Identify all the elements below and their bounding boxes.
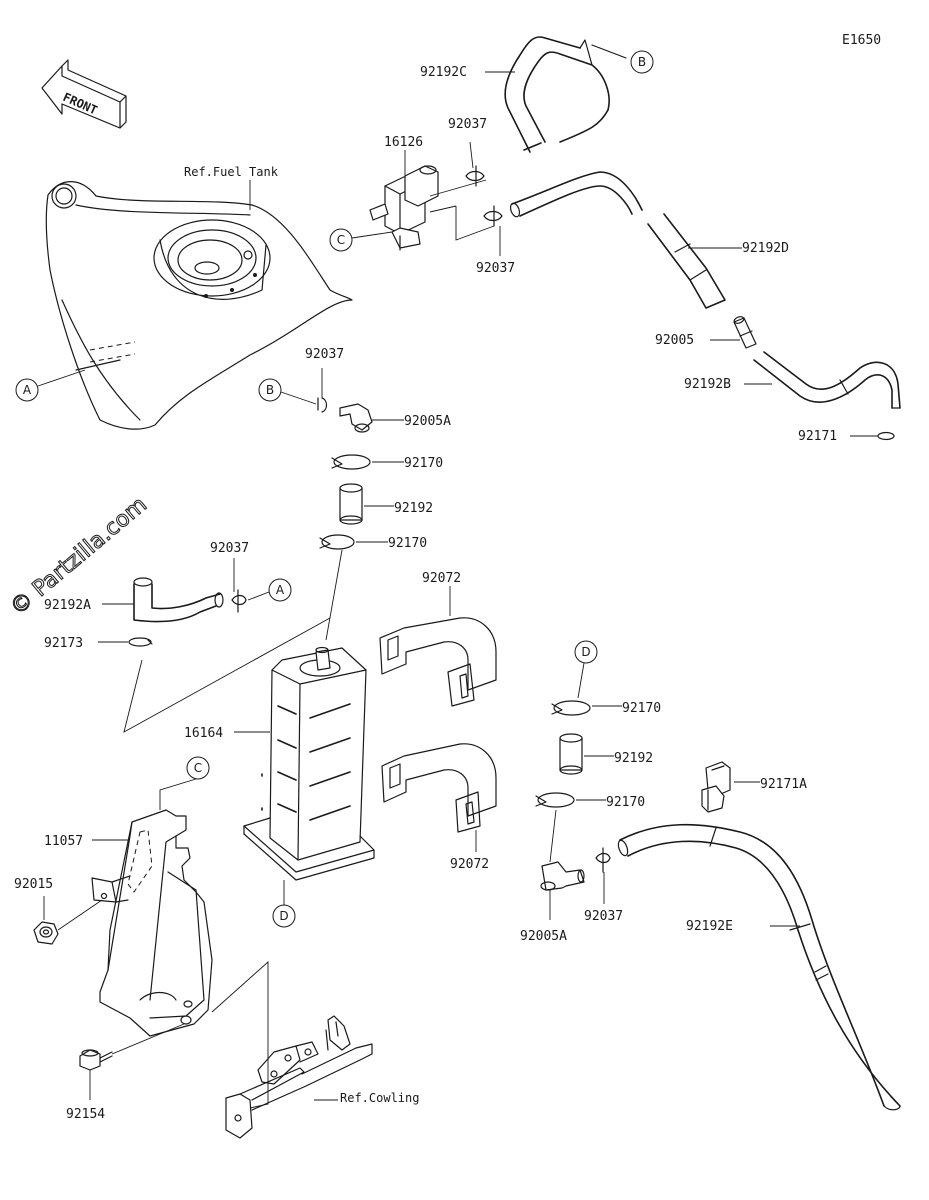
part-92037-mid: 92037 — [476, 261, 515, 276]
cowling-bracket-outline — [225, 1015, 373, 1139]
clip-92037-b — [317, 397, 328, 413]
leader-connector-a-mid — [247, 591, 270, 601]
part-11057: 11057 — [44, 834, 83, 849]
bolt-92154 — [79, 1049, 113, 1071]
hose-92192e — [617, 823, 901, 1111]
part-16126: 16126 — [384, 135, 423, 150]
clip-92037-mid — [483, 205, 503, 227]
connector-d-label-right: D — [581, 645, 590, 659]
connector-c-marker-top — [329, 228, 353, 252]
part-92037-a: 92037 — [210, 541, 249, 556]
fitting-92005a-bottom — [540, 861, 585, 891]
hose-92192d — [509, 171, 726, 309]
part-92192-right: 92192 — [614, 751, 653, 766]
leader-92170-2-to-canister — [325, 549, 343, 641]
clamp-92173 — [128, 637, 153, 647]
part-92192e: 92192E — [686, 919, 733, 934]
connector-c-marker-bottom — [186, 756, 210, 780]
part-92192c: 92192C — [420, 65, 467, 80]
leader-connector-d-right — [577, 662, 585, 699]
connector-c-label-bottom: C — [194, 761, 202, 775]
leader-connector-a — [37, 369, 86, 387]
fuel-tank-outline — [45, 181, 353, 430]
hose-92192c — [504, 36, 627, 153]
bracket-11057 — [91, 809, 213, 1037]
part-92154: 92154 — [66, 1107, 105, 1122]
clip-92171a — [701, 761, 731, 813]
part-92005a-top: 92005A — [404, 414, 451, 429]
leader-92037-mid-bracket — [455, 206, 495, 241]
connector-c-label-top: C — [337, 233, 345, 247]
leader-connector-c-bottom — [159, 778, 197, 810]
part-92170-4: 92170 — [606, 795, 645, 810]
clamp-92170-2 — [319, 534, 355, 550]
part-92170-1: 92170 — [404, 456, 443, 471]
part-92192b: 92192B — [684, 377, 731, 392]
hose-92192a — [133, 577, 224, 623]
part-92192d: 92192D — [742, 241, 789, 256]
part-92072-bottom: 92072 — [450, 857, 489, 872]
leader-92037-top — [469, 141, 474, 169]
leader-bracket-assembly — [211, 960, 269, 1109]
hose-92192-top — [339, 483, 363, 525]
clamp-92170-1 — [331, 454, 371, 470]
part-92005a-bottom: 92005A — [520, 929, 567, 944]
part-16164: 16164 — [184, 726, 223, 741]
clamp-92170-3 — [551, 700, 591, 716]
leader-92170-4-to-fitting — [549, 809, 557, 863]
connector-a-label-mid: A — [276, 583, 285, 597]
connector-a-marker-mid — [268, 578, 292, 602]
leader-connector-c-top — [351, 231, 393, 239]
valve-16126 — [369, 165, 439, 251]
connector-d-marker-right — [574, 640, 598, 664]
clip-92037-a — [231, 589, 247, 613]
leader-92154-to-bracket — [111, 1023, 185, 1055]
part-92072-top: 92072 — [422, 571, 461, 586]
bracket-92072-bottom — [381, 743, 497, 833]
nut-92015 — [33, 921, 59, 945]
canister-16164 — [243, 646, 375, 881]
part-92173: 92173 — [44, 636, 83, 651]
part-92171a: 92171A — [760, 777, 807, 792]
fitting-92005 — [733, 316, 757, 349]
bracket-92072-top — [379, 617, 497, 707]
part-92192-top: 92192 — [394, 501, 433, 516]
connector-b-label-mid: B — [266, 383, 274, 397]
connector-d-marker-bottom — [272, 904, 296, 928]
clamp-92171 — [877, 431, 895, 441]
connector-d-label-bottom: D — [279, 909, 288, 923]
part-92170-3: 92170 — [622, 701, 661, 716]
hose-92192b — [753, 351, 901, 409]
hose-92192-right — [559, 733, 583, 775]
part-92192a: 92192A — [44, 598, 91, 613]
clip-92037-bottom — [595, 847, 611, 873]
ref-fuel-tank-label: Ref.Fuel Tank — [184, 165, 279, 179]
connector-a-marker — [15, 378, 39, 402]
leader-92173-assembly — [123, 617, 331, 733]
clamp-92170-4 — [535, 792, 575, 808]
connector-b-marker-top — [630, 50, 654, 74]
part-92170-2: 92170 — [388, 536, 427, 551]
part-92015: 92015 — [14, 877, 53, 892]
connector-b-marker-mid — [258, 378, 282, 402]
leader-connector-b-mid — [280, 391, 317, 405]
leader-92015-to-bracket — [57, 899, 103, 931]
part-92005: 92005 — [655, 333, 694, 348]
part-92037-bottom: 92037 — [584, 909, 623, 924]
part-92037-b: 92037 — [305, 347, 344, 362]
connector-a-label: A — [23, 383, 32, 397]
ref-cowling-label: Ref.Cowling — [340, 1091, 419, 1105]
front-arrow-icon: FRONT — [41, 59, 127, 129]
fitting-92005a-top — [339, 403, 373, 433]
figure-code: E1650 — [842, 33, 881, 48]
leader-valve-mid — [429, 205, 457, 213]
leader-valve-to-clip — [429, 179, 487, 197]
connector-b-label-top: B — [638, 55, 646, 69]
part-92171: 92171 — [798, 429, 837, 444]
part-92037-top: 92037 — [448, 117, 487, 132]
